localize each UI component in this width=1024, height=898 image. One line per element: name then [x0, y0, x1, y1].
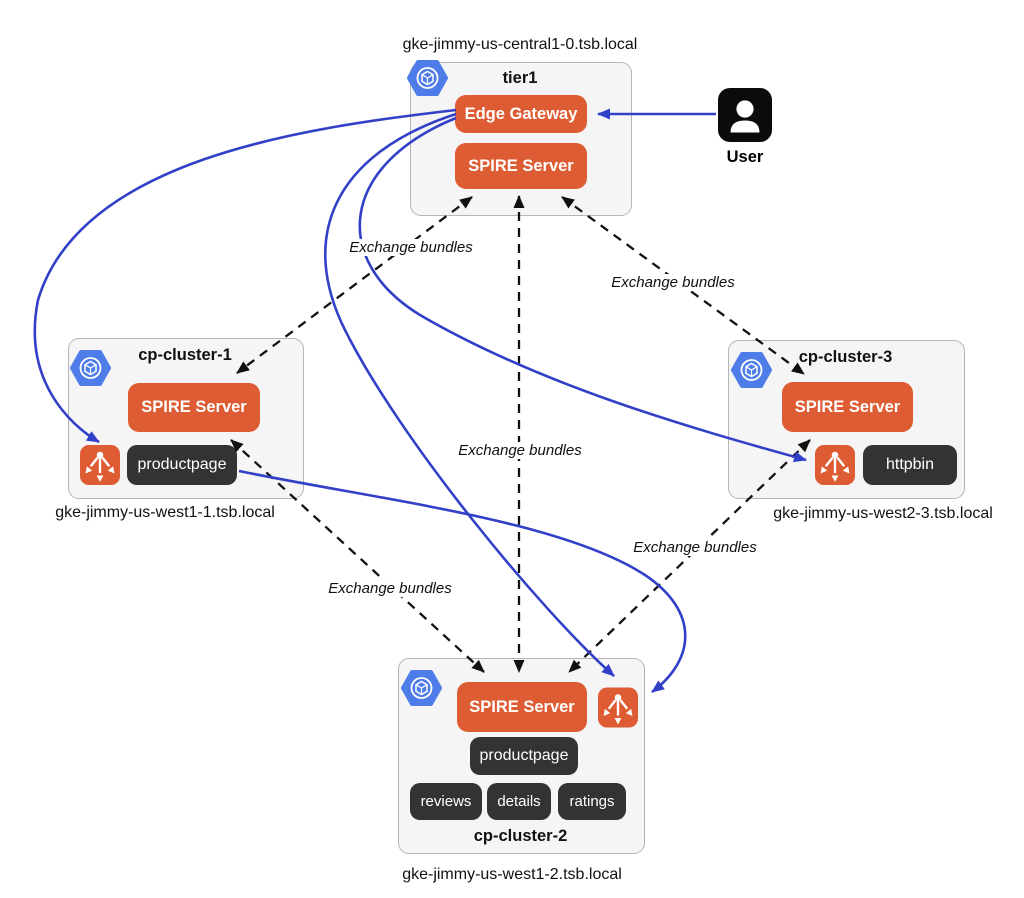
gke-cluster-icon [70, 350, 111, 386]
dns-label-cp-cluster-3: gke-jimmy-us-west2-3.tsb.local [773, 505, 993, 522]
edge-gateway-chip: Edge Gateway [455, 95, 587, 133]
workload-chip-productpage-c2: productpage [470, 737, 578, 775]
exchange-bundles-label: Exchange bundles [598, 274, 748, 291]
cluster-title-tier1: tier1 [502, 69, 538, 87]
dns-label-cp-cluster-2: gke-jimmy-us-west1-2.tsb.local [402, 866, 622, 883]
cluster-title-cp-cluster-2: cp-cluster-2 [473, 827, 568, 845]
cluster-title-cp-cluster-3: cp-cluster-3 [798, 348, 893, 366]
spire-server-chip-cp-cluster-3: SPIRE Server [782, 382, 913, 432]
ingress-gateway-icon [815, 445, 855, 485]
workload-chip-productpage-c1: productpage [127, 445, 237, 485]
user-label: User [726, 148, 764, 166]
exchange-bundles-label: Exchange bundles [445, 442, 595, 459]
exchange-bundles-label: Exchange bundles [315, 580, 465, 597]
dns-label-tier1: gke-jimmy-us-central1-0.tsb.local [402, 36, 638, 53]
workload-chip-details-c2: details [487, 783, 551, 820]
workload-chip-ratings-c2: ratings [558, 783, 626, 820]
exchange-bundles-label: Exchange bundles [336, 239, 486, 256]
user-icon [718, 88, 772, 142]
gke-cluster-icon [407, 60, 448, 96]
exchange-bundles-label: Exchange bundles [620, 539, 770, 556]
gke-cluster-icon [731, 352, 772, 388]
gke-cluster-icon [401, 670, 442, 706]
workload-chip-httpbin-c3: httpbin [863, 445, 957, 485]
workload-chip-reviews-c2: reviews [410, 783, 482, 820]
ingress-gateway-icon [598, 687, 638, 728]
dns-label-cp-cluster-1: gke-jimmy-us-west1-1.tsb.local [55, 504, 275, 521]
spire-server-chip-tier1: SPIRE Server [455, 143, 587, 189]
ingress-gateway-icon [80, 445, 120, 485]
spire-server-chip-cp-cluster-2: SPIRE Server [457, 682, 587, 732]
spire-server-chip-cp-cluster-1: SPIRE Server [128, 383, 260, 432]
